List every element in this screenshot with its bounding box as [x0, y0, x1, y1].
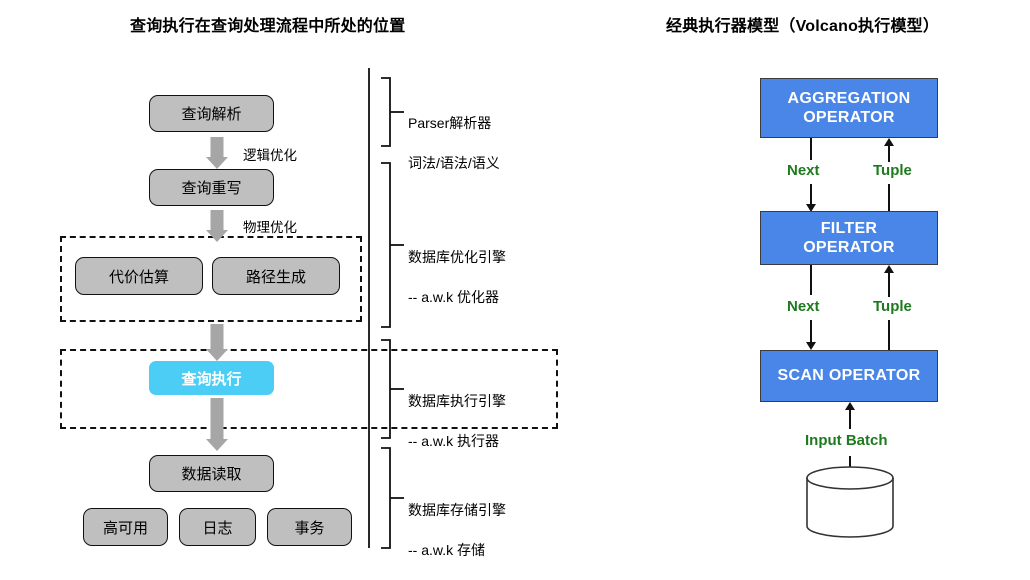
node-transaction[interactable]: 事务 — [267, 508, 352, 546]
arrowhead-input-batch — [845, 402, 855, 410]
bracket-label-optimizer: 数据库优化引擎 -- a.w.k 优化器 — [408, 228, 506, 327]
node-transaction-label: 事务 — [294, 519, 325, 537]
connector-tuple-2-upper — [888, 273, 890, 297]
bracket-label-optimizer-line2: -- a.w.k 优化器 — [408, 288, 500, 305]
label-input-batch: Input Batch — [805, 432, 888, 449]
bracket-label-optimizer-line1: 数据库优化引擎 — [408, 248, 506, 265]
connector-next-1-lower — [810, 184, 812, 204]
bracket-label-parser: Parser解析器 词法/语法/语义 — [408, 94, 500, 193]
label-next-2: Next — [787, 298, 820, 315]
arrow-optimizer-to-executor — [204, 324, 230, 362]
right-panel-title: 经典执行器模型（Volcano执行模型） — [666, 18, 940, 35]
connector-tuple-2-lower — [888, 320, 890, 350]
operator-filter[interactable]: FILTER OPERATOR — [760, 211, 938, 265]
connector-next-1-upper — [810, 138, 812, 160]
node-query-rewrite-label: 查询重写 — [181, 180, 242, 197]
arrowhead-next-2 — [806, 342, 816, 350]
bracket-label-storage: 数据库存储引擎 -- a.w.k 存储 — [408, 481, 506, 580]
arrow-rewrite-to-optimizer — [204, 210, 230, 242]
operator-scan[interactable]: SCAN OPERATOR — [760, 350, 938, 402]
operator-filter-line2: OPERATOR — [803, 239, 895, 256]
database-cylinder-icon — [806, 466, 894, 538]
node-query-execute[interactable]: 查询执行 — [149, 361, 274, 395]
label-tuple-2: Tuple — [873, 298, 912, 315]
bracket-label-parser-line2: 词法/语法/语义 — [408, 154, 500, 171]
label-next-1: Next — [787, 162, 820, 179]
operator-filter-line1: FILTER — [820, 219, 878, 237]
bracket-label-parser-line1: Parser解析器 — [408, 114, 492, 131]
node-data-read-label: 数据读取 — [181, 466, 242, 483]
connector-tuple-1-upper — [888, 146, 890, 162]
node-cost-estimate[interactable]: 代价估算 — [75, 257, 203, 295]
connector-next-2-upper — [810, 265, 812, 295]
node-query-execute-label: 查询执行 — [181, 370, 242, 388]
operator-aggregation-line1: AGGREGATION — [787, 89, 911, 107]
arrow-parse-to-rewrite — [204, 137, 230, 169]
node-high-availability-label: 高可用 — [102, 519, 148, 537]
connector-next-2-lower — [810, 320, 812, 342]
bracket-label-executor-line2: -- a.w.k 执行器 — [408, 432, 500, 449]
bracket-label-executor: 数据库执行引擎 -- a.w.k 执行器 — [408, 372, 506, 471]
node-query-rewrite[interactable]: 查询重写 — [149, 169, 274, 206]
bracket-label-storage-line2: -- a.w.k 存储 — [408, 541, 486, 558]
arrow-executor-to-storage — [204, 398, 230, 451]
connector-tuple-1-lower — [888, 184, 890, 212]
connector-input-batch — [849, 410, 851, 429]
dashed-group-executor — [60, 349, 558, 429]
node-query-parse[interactable]: 查询解析 — [149, 95, 274, 132]
operator-scan-line1: SCAN OPERATOR — [777, 367, 921, 385]
arrowhead-tuple-1 — [884, 138, 894, 146]
node-high-availability[interactable]: 高可用 — [83, 508, 168, 546]
arrowhead-tuple-2 — [884, 265, 894, 273]
diagram-canvas: 查询执行在查询处理流程中所处的位置 经典执行器模型（Volcano执行模型） 查… — [60, 18, 940, 558]
left-panel-title: 查询执行在查询处理流程中所处的位置 — [130, 18, 406, 35]
connector-batch-to-cylinder — [849, 456, 851, 470]
label-tuple-1: Tuple — [873, 162, 912, 179]
edge-label-logical-optimization: 逻辑优化 — [243, 148, 297, 163]
bracket-label-storage-line1: 数据库存储引擎 — [408, 501, 506, 518]
arrowhead-next-1 — [806, 204, 816, 212]
bracket-label-executor-line1: 数据库执行引擎 — [408, 392, 506, 409]
node-data-read[interactable]: 数据读取 — [149, 455, 274, 492]
node-log[interactable]: 日志 — [179, 508, 256, 546]
node-cost-estimate-label: 代价估算 — [108, 268, 169, 286]
operator-aggregation-line2: OPERATOR — [803, 109, 895, 126]
node-path-generation-label: 路径生成 — [245, 268, 306, 286]
node-query-parse-label: 查询解析 — [181, 106, 242, 123]
node-path-generation[interactable]: 路径生成 — [212, 257, 340, 295]
node-log-label: 日志 — [202, 519, 233, 537]
operator-aggregation[interactable]: AGGREGATION OPERATOR — [760, 78, 938, 138]
edge-label-physical-optimization: 物理优化 — [243, 220, 297, 235]
